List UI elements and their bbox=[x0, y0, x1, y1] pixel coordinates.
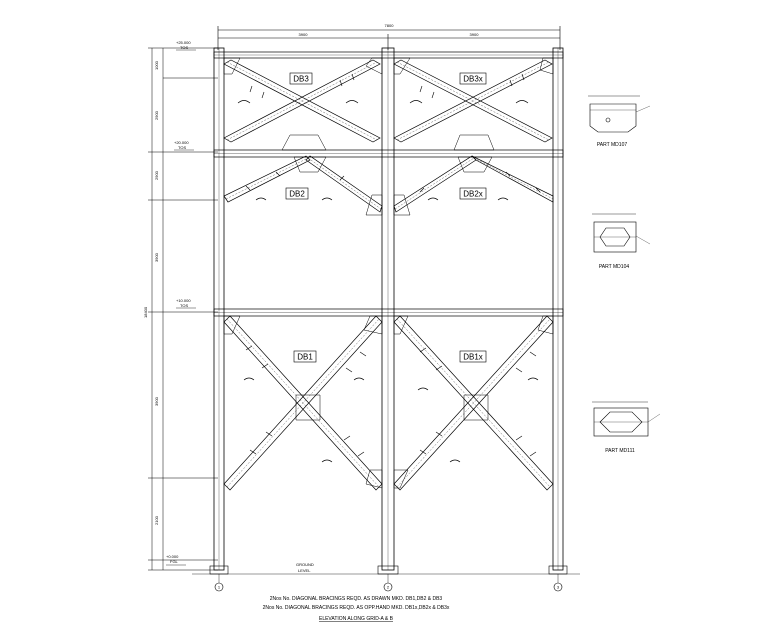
overall-dimension-text: 7800 bbox=[385, 23, 395, 28]
svg-text:FGL: FGL bbox=[170, 559, 179, 564]
svg-text:+20.000: +20.000 bbox=[174, 140, 189, 145]
grid-bubble-1: 1 bbox=[214, 582, 224, 592]
svg-text:TOS: TOS bbox=[180, 45, 188, 50]
tag-db2-left: DB2 bbox=[285, 187, 309, 200]
svg-text:1: 1 bbox=[218, 585, 221, 590]
svg-text:DB3: DB3 bbox=[293, 75, 309, 84]
base-ground-note: GROUND LEVEL bbox=[296, 562, 314, 573]
bracing-db1-right bbox=[393, 315, 554, 491]
drawing-title: ELEVATION ALONG GRID-A & B bbox=[319, 616, 394, 622]
height-dimension-chain bbox=[148, 47, 218, 571]
beams bbox=[213, 51, 564, 317]
bay-dimension-left: 3900 bbox=[299, 32, 309, 37]
overall-dimension bbox=[217, 26, 561, 50]
grid-bubble-2: 2 bbox=[383, 582, 393, 592]
level-label-mid2: +10.000 TOS bbox=[176, 298, 196, 309]
bracing-db3-left bbox=[223, 59, 381, 143]
height-dim-3: 2900 bbox=[154, 170, 159, 180]
height-dim-1: 1000 bbox=[154, 60, 159, 70]
grid-bubble-3: 3 bbox=[553, 582, 563, 592]
part-detail-md111 bbox=[592, 401, 661, 437]
tag-db2-right: DB2x bbox=[459, 187, 487, 200]
svg-text:TOS: TOS bbox=[178, 145, 186, 150]
part-label-md111: PART MD111 bbox=[605, 448, 635, 454]
bolt-marks bbox=[245, 73, 541, 457]
part-label-md104: PART MD104 bbox=[599, 264, 630, 270]
svg-text:DB3x: DB3x bbox=[463, 75, 483, 84]
svg-text:DB2x: DB2x bbox=[463, 190, 483, 199]
tag-db1-left: DB1 bbox=[293, 350, 317, 363]
svg-text:GROUND: GROUND bbox=[296, 562, 314, 567]
svg-text:LEVEL: LEVEL bbox=[298, 568, 311, 573]
tag-db3-left: DB3 bbox=[289, 72, 313, 85]
bracing-db1-left bbox=[223, 315, 383, 491]
note-line-2: 2Nos No. DIAGONAL BRACINGS REQD. AS OPP.… bbox=[263, 605, 450, 611]
bracing-db2-right bbox=[393, 155, 554, 213]
level-label-mid1: +20.000 TOS bbox=[174, 140, 194, 151]
callout-arrows bbox=[237, 100, 539, 463]
svg-text:3: 3 bbox=[557, 585, 560, 590]
part-detail-md104 bbox=[592, 213, 651, 253]
level-label-base: +0.000 FGL bbox=[166, 554, 186, 566]
svg-text:+25.000: +25.000 bbox=[176, 40, 191, 45]
svg-text:2: 2 bbox=[387, 585, 390, 590]
height-dim-4: 3900 bbox=[154, 252, 159, 262]
gusset-plates bbox=[223, 57, 554, 489]
height-dim-6: 2100 bbox=[154, 515, 159, 525]
svg-text:+0.000: +0.000 bbox=[166, 554, 179, 559]
base-plates bbox=[192, 565, 580, 583]
tag-db3-right: DB3x bbox=[459, 72, 487, 85]
svg-text:DB2: DB2 bbox=[289, 190, 305, 199]
part-detail-md107 bbox=[588, 95, 651, 133]
svg-text:+10.000: +10.000 bbox=[176, 298, 191, 303]
overall-height-dim: 18400 bbox=[143, 306, 148, 318]
height-dim-2: 2900 bbox=[154, 110, 159, 120]
note-line-1: 2Nos No. DIAGONAL BRACINGS REQD. AS DRAW… bbox=[270, 596, 443, 602]
level-label-top: +25.000 TOS bbox=[176, 40, 196, 51]
svg-text:TOS: TOS bbox=[180, 303, 188, 308]
part-label-md107: PART MD107 bbox=[597, 142, 628, 148]
bracing-db2-left bbox=[223, 155, 383, 213]
svg-text:DB1x: DB1x bbox=[463, 353, 483, 362]
tag-db1-right: DB1x bbox=[459, 350, 487, 363]
bay-dimension-right: 3900 bbox=[470, 32, 480, 37]
svg-text:DB1: DB1 bbox=[297, 353, 313, 362]
height-dim-5: 3900 bbox=[154, 396, 159, 406]
bracing-db3-right bbox=[393, 59, 553, 143]
